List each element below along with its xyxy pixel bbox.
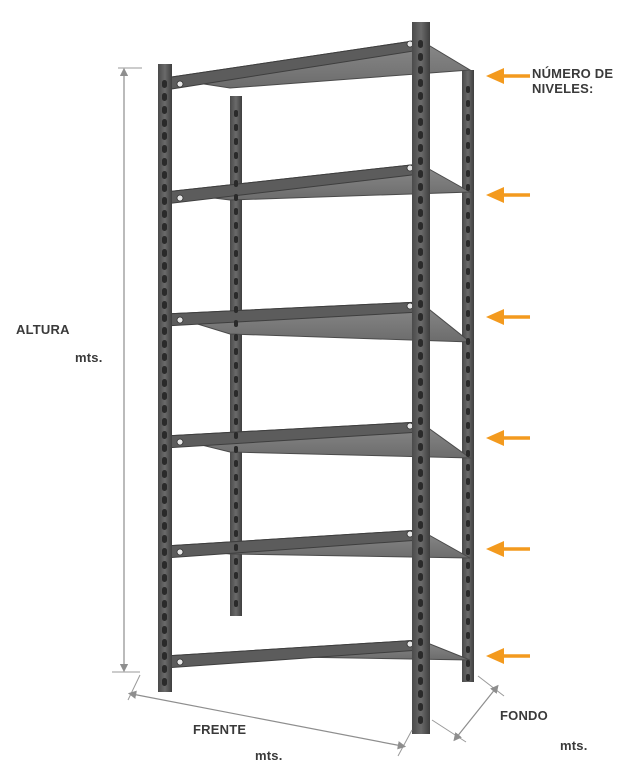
height-unit-label: mts. xyxy=(75,350,103,365)
depth-dimension xyxy=(431,675,505,743)
level-arrow-icon xyxy=(486,648,530,664)
shelves xyxy=(164,39,472,669)
width-dimension xyxy=(127,674,413,757)
level-arrow-icon xyxy=(486,541,530,557)
shelf-level xyxy=(164,421,472,459)
width-label: FRENTE xyxy=(193,722,247,737)
level-arrow-icon xyxy=(486,187,530,203)
level-arrow-icon xyxy=(486,430,530,446)
front-posts xyxy=(158,22,430,734)
depth-label: FONDO xyxy=(500,708,548,723)
dimension-arrow-icon xyxy=(127,690,407,750)
dimension-arrow-icon xyxy=(453,684,499,742)
level-arrow-icon xyxy=(486,309,530,325)
width-unit-label: mts. xyxy=(255,748,283,763)
level-arrows xyxy=(486,68,530,664)
post-holes xyxy=(162,40,470,724)
back-posts xyxy=(230,70,474,682)
height-dimension xyxy=(112,67,142,673)
depth-unit-label: mts. xyxy=(560,738,588,753)
height-label: ALTURA xyxy=(16,322,70,337)
level-arrow-icon xyxy=(486,68,530,84)
levels-label: NÚMERO DE NIVELES: xyxy=(532,66,614,96)
